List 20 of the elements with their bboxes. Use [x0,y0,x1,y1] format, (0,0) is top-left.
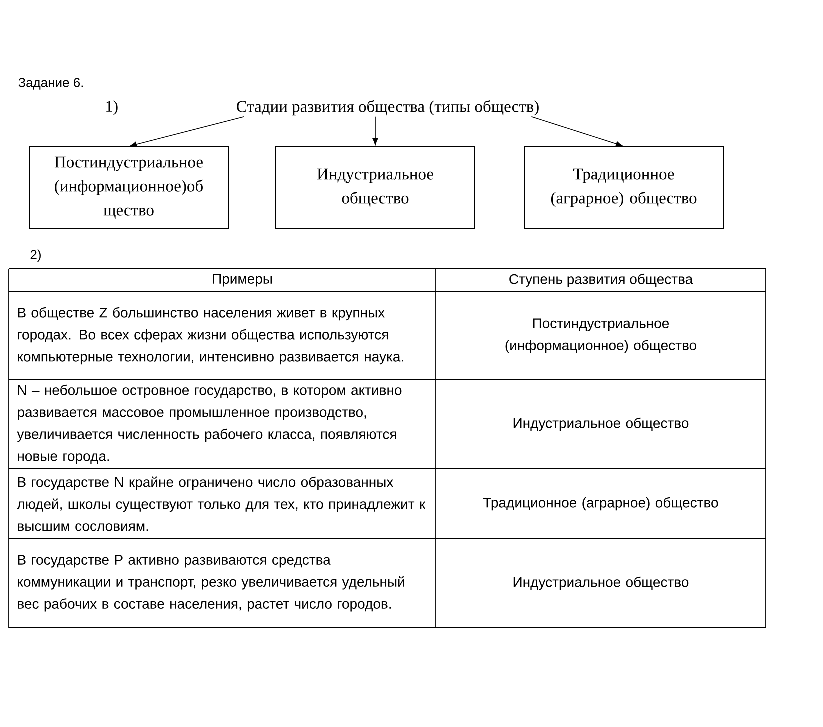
arrow [372,116,378,146]
answer-text: Традиционное (аграрное) общество [484,497,718,511]
society-box: Индустриальное общество [276,146,476,230]
answer-text: Индустриальное общество [514,418,689,432]
answer-text: Индустриальное общество [514,576,689,590]
society-box: Постиндустриальное (информационное)об щество [29,146,229,230]
arrow [130,116,245,148]
example-text: В государстве N крайне ограничено число образованных людей, школы существуют только для тех, кто принадлежит к высшим сословиям. [17,476,426,532]
society-box: Традиционное (аграрное) общество [524,146,724,230]
arrow [531,116,623,147]
title: Задание 6. [18,78,84,90]
column-header: Примеры [213,274,272,287]
item-number: 2) [30,250,41,262]
example-text: В государстве P активно развиваются средства коммуникации и транспорт, резко увеличивается удельный вес рабочих в составе населения, растет число городов. [18,555,404,612]
example-text: В обществе Z большинство населения живет в крупных городах. Во всех сферах жизни общества используются компьютерные технологии, интенсивно развивается наука. [18,307,404,365]
answer-text: Постиндустриальное (информационное) общество [506,318,696,354]
column-header: Ступень развития общества [510,274,694,288]
heading-text: Стадии развития общества (типы обществ) [237,100,539,116]
example-text: N – небольшое островное государство, в котором активно развивается массовое промышленное производство, увеличивается численность рабочего класса, появляются новые города. [17,384,402,464]
item-number: 1) [106,100,118,116]
